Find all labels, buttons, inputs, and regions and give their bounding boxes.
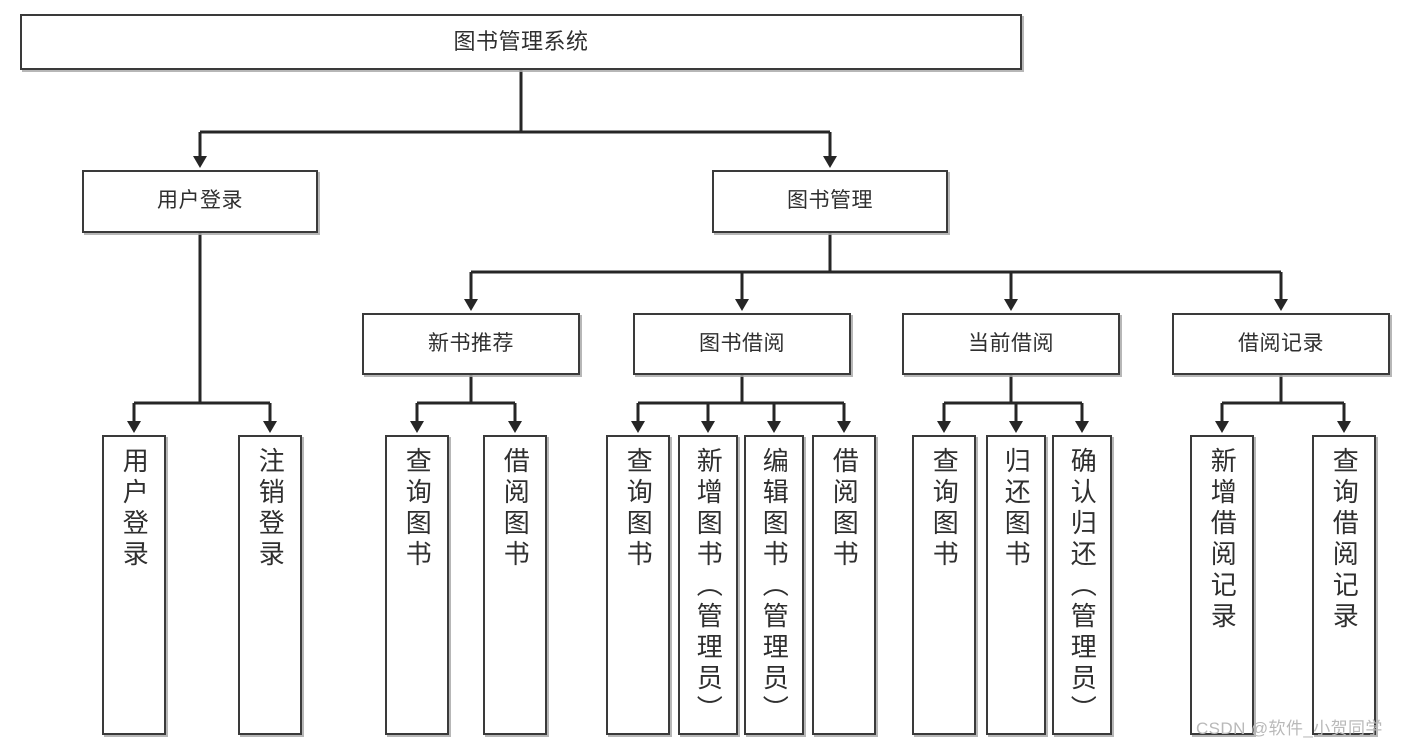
node-level3-2[interactable]: 当前借阅: [902, 313, 1120, 375]
node-root-label: 图书管理系统: [453, 29, 589, 55]
node-leaf-12[interactable]: 查询借阅记录: [1312, 435, 1376, 735]
node-level3-1[interactable]: 图书借阅: [633, 313, 851, 375]
node-leaf-8-label: 查询图书: [929, 447, 960, 571]
node-leaf-6[interactable]: 编辑图书（管理员）: [744, 435, 804, 735]
node-leaf-7-label: 借阅图书: [829, 447, 860, 571]
node-level3-3[interactable]: 借阅记录: [1172, 313, 1390, 375]
node-leaf-9[interactable]: 归还图书: [986, 435, 1046, 735]
node-level2-0-label: 用户登录: [157, 189, 243, 213]
node-leaf-7[interactable]: 借阅图书: [812, 435, 876, 735]
node-leaf-8[interactable]: 查询图书: [912, 435, 976, 735]
node-leaf-2-label: 查询图书: [402, 447, 433, 571]
node-leaf-3-label: 借阅图书: [500, 447, 531, 571]
node-leaf-5[interactable]: 新增图书（管理员）: [678, 435, 738, 735]
node-leaf-0-label: 用户登录: [119, 447, 150, 571]
node-leaf-9-label: 归还图书: [1001, 447, 1032, 571]
node-leaf-1[interactable]: 注销登录: [238, 435, 302, 735]
node-leaf-6-label: 编辑图书（管理员）: [759, 447, 790, 726]
node-leaf-11[interactable]: 新增借阅记录: [1190, 435, 1254, 735]
node-leaf-5-label: 新增图书（管理员）: [693, 447, 724, 726]
node-leaf-12-label: 查询借阅记录: [1329, 447, 1360, 633]
node-level2-1-label: 图书管理: [787, 189, 873, 213]
node-level3-3-label: 借阅记录: [1238, 331, 1324, 355]
node-leaf-4-label: 查询图书: [623, 447, 654, 571]
node-leaf-0[interactable]: 用户登录: [102, 435, 166, 735]
node-level3-0[interactable]: 新书推荐: [362, 313, 580, 375]
node-level2-1[interactable]: 图书管理: [712, 170, 948, 233]
node-leaf-10-label: 确认归还（管理员）: [1067, 447, 1098, 726]
node-leaf-10[interactable]: 确认归还（管理员）: [1052, 435, 1112, 735]
node-level2-0[interactable]: 用户登录: [82, 170, 318, 233]
node-level3-2-label: 当前借阅: [968, 331, 1054, 355]
node-level3-1-label: 图书借阅: [699, 331, 785, 355]
node-leaf-4[interactable]: 查询图书: [606, 435, 670, 735]
node-leaf-1-label: 注销登录: [255, 447, 286, 571]
node-root[interactable]: 图书管理系统: [20, 14, 1022, 70]
node-leaf-11-label: 新增借阅记录: [1207, 447, 1238, 633]
node-level3-0-label: 新书推荐: [428, 331, 514, 355]
node-leaf-3[interactable]: 借阅图书: [483, 435, 547, 735]
node-leaf-2[interactable]: 查询图书: [385, 435, 449, 735]
